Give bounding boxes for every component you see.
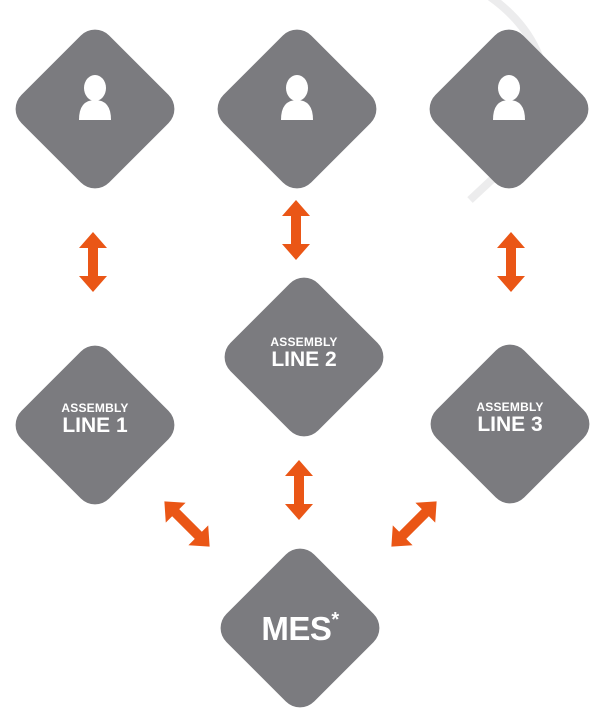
double-arrow-icon xyxy=(391,501,437,547)
assembly-small-label: ASSEMBLY xyxy=(476,400,544,414)
double-arrow-icon xyxy=(79,232,107,292)
assembly-small-label: ASSEMBLY xyxy=(61,401,129,415)
line-number-label: LINE 1 xyxy=(62,413,128,437)
line-number-label: LINE 2 xyxy=(271,347,337,371)
double-arrow-icon xyxy=(497,232,525,292)
operator-diamond-3 xyxy=(429,29,589,189)
assembly-line-2-label: ASSEMBLY LINE 2 xyxy=(244,336,364,371)
double-arrow-icon xyxy=(164,501,210,547)
mes-diamond xyxy=(220,548,380,708)
person-icon xyxy=(79,75,111,120)
double-arrow-icon xyxy=(285,460,313,520)
assembly-line-2-diamond xyxy=(224,277,384,437)
assembly-line-1-diamond xyxy=(15,345,175,505)
assembly-line-3-diamond xyxy=(430,344,590,504)
person-icon xyxy=(281,75,313,120)
assembly-line-3-label: ASSEMBLY LINE 3 xyxy=(450,401,570,436)
person-icon xyxy=(493,75,525,120)
operator-diamond-2 xyxy=(217,29,377,189)
mes-asterisk: * xyxy=(331,609,339,631)
line-number-label: LINE 3 xyxy=(477,412,543,436)
mes-text: MES xyxy=(261,610,332,647)
operator-diamond-1 xyxy=(15,29,175,189)
double-arrow-icon xyxy=(282,200,310,260)
assembly-line-1-label: ASSEMBLY LINE 1 xyxy=(35,402,155,437)
assembly-small-label: ASSEMBLY xyxy=(270,335,338,349)
mes-label: MES* xyxy=(230,610,370,647)
